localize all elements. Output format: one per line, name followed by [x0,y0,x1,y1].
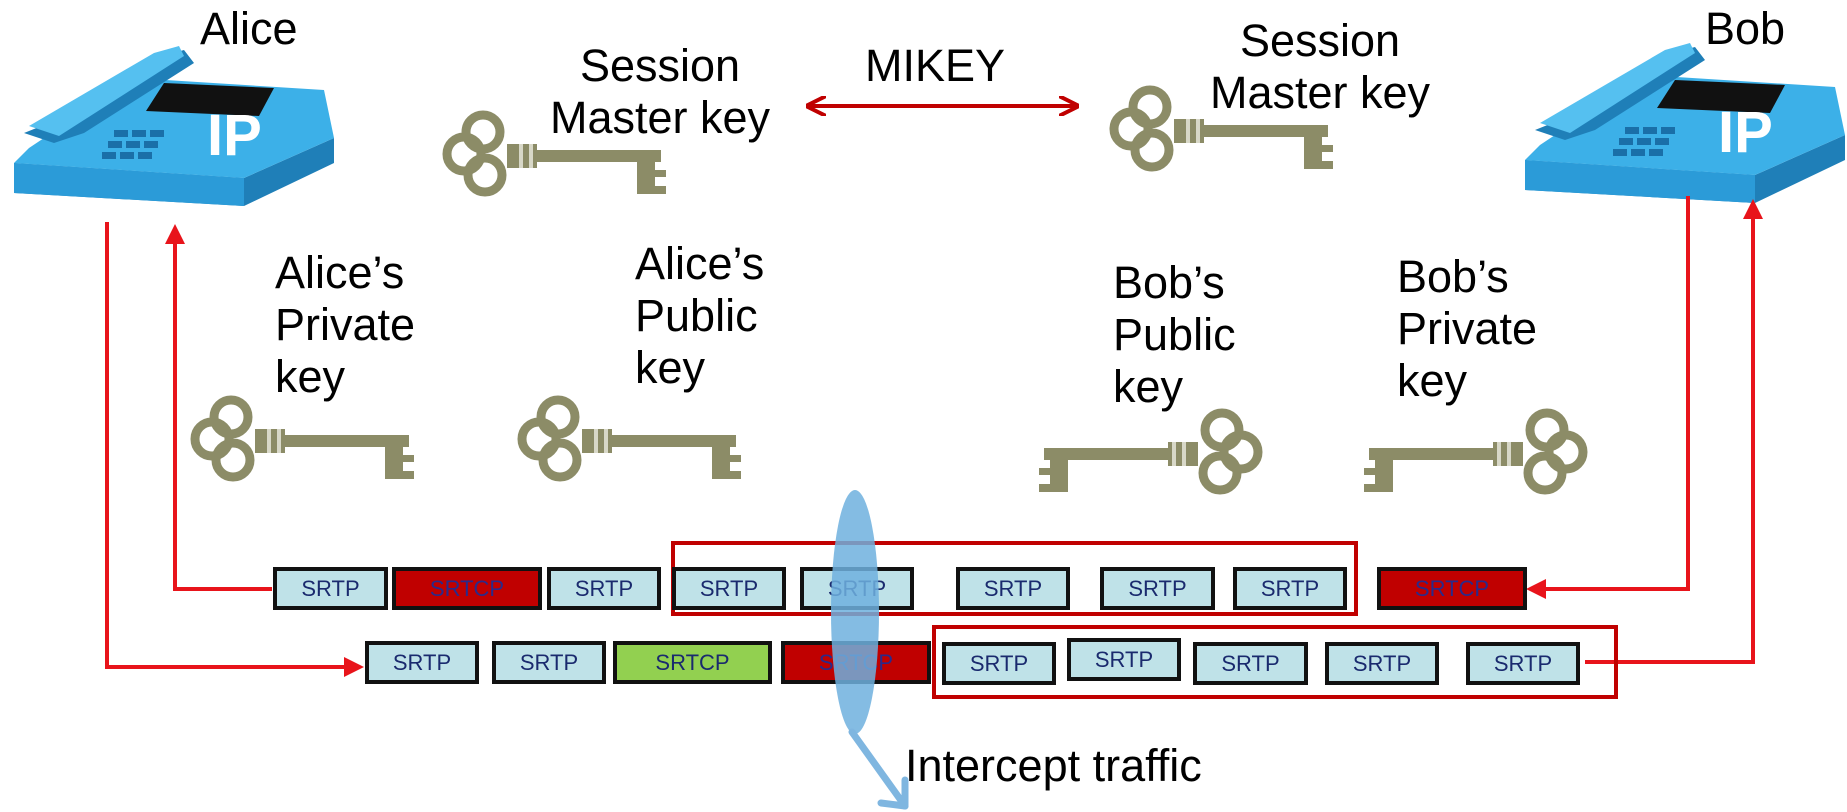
packet-srtp: SRTP [1466,642,1580,685]
intercept-label: Intercept traffic [905,740,1202,791]
session-key-right-label: Session Master key [1195,15,1445,119]
packet-srtp: SRTP [547,567,661,610]
bob-label: Bob [1705,3,1786,54]
arrow-bob-to-stream [1526,196,1690,599]
bob-private-line2: Private [1397,303,1538,354]
bob-private-line1: Bob’s [1397,251,1509,302]
alice-phone-badge: IP [207,103,262,168]
packet-srtp: SRTP [956,567,1070,610]
alice-public-line3: key [635,342,706,393]
bob-private-key-label: Bob’s Private key [1397,251,1537,407]
packet-srtp: SRTP [1193,642,1308,685]
bob-public-line3: key [1113,361,1184,412]
arrow-stream-to-alice [165,224,272,591]
captured-packets-box-bottom [932,625,1618,699]
session-key-left-line1: Session [579,40,741,91]
alice-private-line3: key [275,351,346,402]
packet-srtp: SRTP [365,641,479,684]
alice-phone-icon: IP [14,46,334,206]
session-key-left-line2: Master key [549,92,771,143]
alice-public-line2: Public [635,290,758,341]
session-key-left-label: Session Master key [535,40,785,144]
packet-srtp: SRTP [672,567,786,610]
arrow-stream-to-bob [1585,199,1763,664]
bob-public-line2: Public [1113,309,1236,360]
packet-srtp: SRTP [273,567,388,610]
alice-private-key-label: Alice’s Private key [275,247,415,403]
bob-public-line1: Bob’s [1113,257,1225,308]
packet-srtcp: SRTCP [1377,567,1527,610]
packet-srtp: SRTP [942,642,1056,685]
packet-srtp: SRTP [1100,567,1215,610]
bob-phone-badge: IP [1718,100,1773,165]
alice-public-line1: Alice’s [635,238,765,289]
bob-phone-icon: IP [1525,43,1845,203]
mikey-label: MIKEY [865,40,1006,91]
arrow-alice-to-stream [105,222,364,677]
session-key-right-line2: Master key [1209,67,1431,118]
intercept-arrow-head-b [877,799,909,810]
alice-public-key-label: Alice’s Public key [635,238,764,394]
packet-srtp: SRTP [1067,638,1181,681]
session-key-right-line1: Session [1239,15,1401,66]
alice-private-line1: Alice’s [275,247,405,298]
bob-private-line3: key [1397,355,1468,406]
alice-private-line2: Private [275,299,416,350]
packet-srtcp-green: SRTCP [613,641,772,684]
packet-srtp: SRTP [492,641,606,684]
intercept-tap-icon [831,490,879,734]
intercept-arrow [848,728,909,810]
alice-label: Alice [200,3,298,54]
bob-public-key-label: Bob’s Public key [1113,257,1236,413]
packet-srtp: SRTP [1325,642,1439,685]
packet-srtp: SRTP [1233,567,1347,610]
packet-srtcp: SRTCP [392,567,542,610]
